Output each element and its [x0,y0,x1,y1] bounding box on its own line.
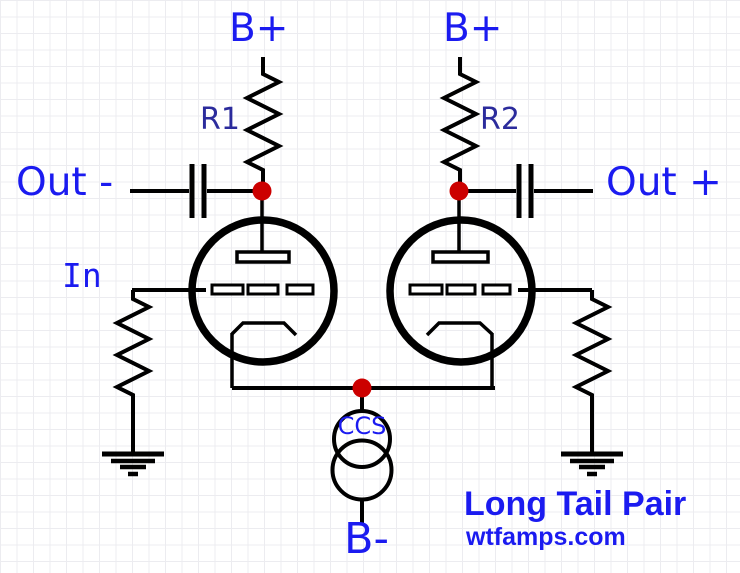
ccs-symbol [330,388,394,524]
grid-resistor-left [112,290,154,452]
b-minus-label: B- [344,514,390,564]
b-plus-left-label: B+ [229,6,289,51]
triode-right [386,216,536,388]
capacitor-out-plus [459,164,593,218]
b-plus-right-label: B+ [443,6,503,51]
in-label: In [62,256,102,295]
junction-dot-left [252,181,272,201]
out-minus-label: Out - [16,160,114,205]
brand-website: wtfamps.com [466,523,626,551]
r1-label: R1 [200,102,240,137]
r2-label: R2 [480,102,520,137]
ccs-label: CCS [337,412,387,440]
resistor-r1 [242,57,284,184]
resistor-r2 [439,57,481,184]
junction-dot-right [449,181,469,201]
brand-title: Long Tail Pair [464,485,687,523]
out-plus-label: Out + [606,160,722,205]
ground-right [561,451,623,477]
junction-dot-tail [352,378,372,398]
grid-resistor-right [571,290,613,452]
ground-left [102,451,164,477]
capacitor-out-minus [130,164,262,218]
